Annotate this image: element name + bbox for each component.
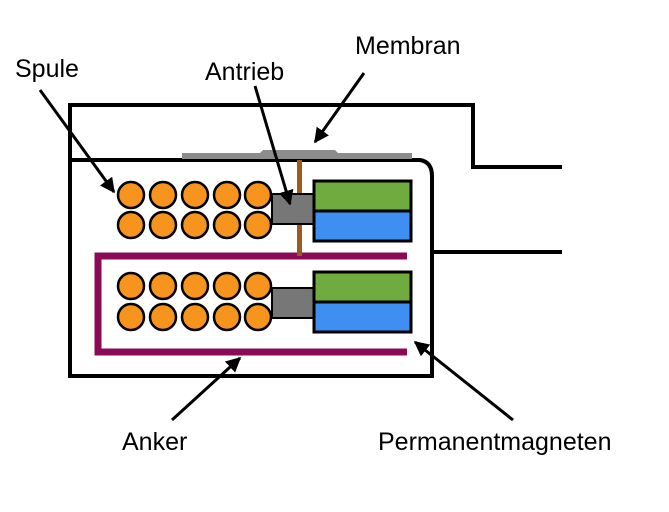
coil-winding [116, 210, 146, 240]
magnet-lower-green [312, 270, 413, 304]
coil-winding [116, 271, 146, 301]
drive-block-upper [271, 193, 315, 225]
coil-winding [116, 180, 146, 210]
coil-winding [180, 210, 210, 240]
label-coil: Spule [15, 55, 79, 83]
drive-block-lower [271, 287, 315, 319]
label-armature: Anker [122, 428, 187, 456]
label-magnets: Permanentmagneten [378, 428, 611, 456]
coil-winding [212, 180, 242, 210]
coil-winding [243, 302, 273, 332]
arrow-drive [253, 85, 294, 206]
coil-winding [180, 271, 210, 301]
magnet-upper-green [312, 179, 413, 213]
coil-winding [180, 180, 210, 210]
coil-winding [212, 271, 242, 301]
coil-winding [148, 210, 178, 240]
coil-winding [180, 302, 210, 332]
coil-winding [148, 180, 178, 210]
coil-winding [212, 210, 242, 240]
arrow-coil [38, 89, 116, 194]
membrane [182, 150, 412, 159]
coil-winding [243, 180, 273, 210]
coil-winding [243, 210, 273, 240]
coil-winding [243, 271, 273, 301]
coil-winding [148, 271, 178, 301]
label-membrane: Membran [355, 32, 461, 60]
arrow-magnets [413, 340, 514, 422]
coil-windings [116, 180, 273, 332]
arrow-armature [170, 356, 242, 422]
arrow-membrane [313, 72, 366, 144]
outer-housing [68, 103, 562, 169]
coil-winding [148, 302, 178, 332]
magnet-upper-blue [312, 209, 413, 243]
armature [94, 252, 407, 356]
magnet-lower-blue [312, 300, 413, 334]
coil-winding [116, 302, 146, 332]
coil-winding [212, 302, 242, 332]
label-drive: Antrieb [205, 58, 284, 86]
